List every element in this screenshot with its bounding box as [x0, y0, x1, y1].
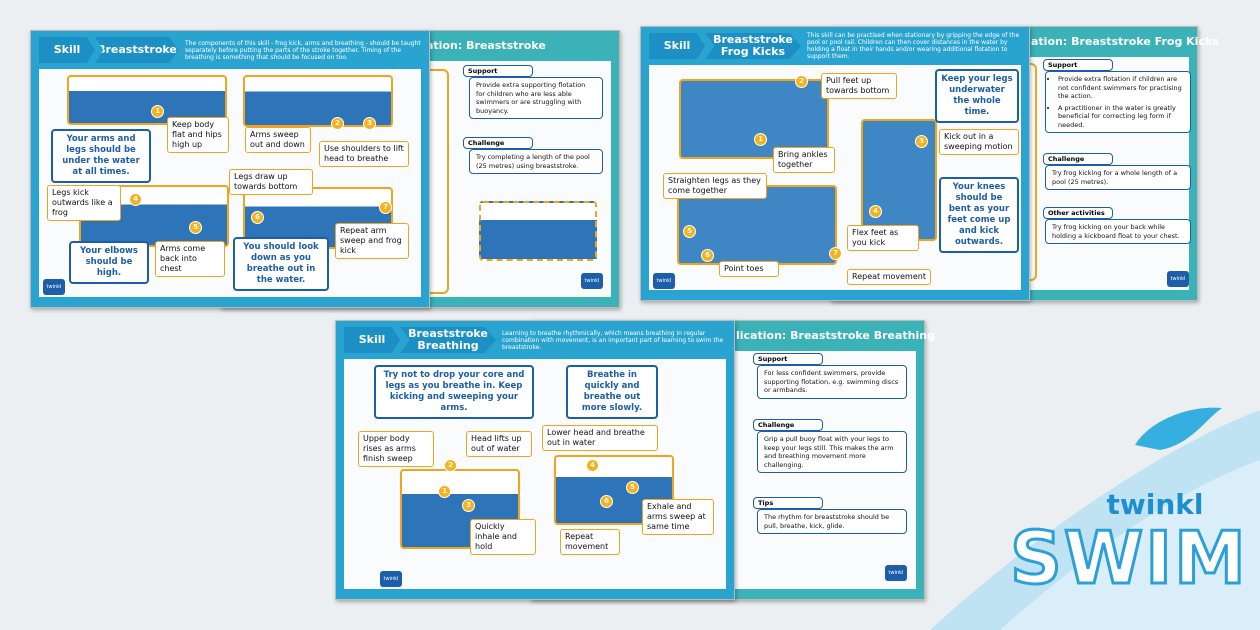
- twinkl-logo: twinkl: [1167, 271, 1189, 287]
- brand-name: twinkl: [1106, 488, 1204, 521]
- step-number-4: 4: [869, 205, 882, 218]
- challenge-tag: Challenge: [1043, 153, 1113, 165]
- step-number-2: 2: [795, 75, 808, 88]
- step-number-5: 5: [683, 225, 696, 238]
- droplet-icon: [1135, 407, 1222, 450]
- twinkl-logo: twinkl: [581, 273, 603, 289]
- skill-label: Skill: [39, 37, 95, 63]
- step-label: Head lifts up out of water: [466, 431, 532, 457]
- challenge-text: Try frog kicking for a whole length of a…: [1045, 165, 1191, 190]
- step-number-5: 5: [189, 221, 202, 234]
- tip-box: Your knees should be bent as your feet c…: [939, 177, 1019, 253]
- back-title: ation: Breaststroke: [426, 39, 546, 52]
- step-label: Bring ankles together: [773, 147, 835, 173]
- support-text: Provide extra supporting flotation for c…: [469, 77, 603, 119]
- step-label: Straighten legs as they come together: [663, 173, 767, 199]
- step-number-2: 2: [444, 459, 457, 472]
- challenge-text: Grip a pull buoy float with your legs to…: [757, 431, 907, 473]
- card-skill-breathing: Skill Breaststroke Breathing Learning to…: [335, 320, 735, 600]
- tip-box: Your arms and legs should be under the w…: [51, 129, 151, 183]
- other-activities-tag: Other activities: [1043, 207, 1113, 219]
- card-title: Breaststroke Breathing: [400, 327, 496, 353]
- support-text: For less confident swimmers, provide sup…: [757, 365, 907, 399]
- support-tag: Support: [753, 353, 823, 365]
- step-number-3: 3: [915, 135, 928, 148]
- legs-image-1: [679, 79, 829, 159]
- support-item: A practitioner in the water is greatly b…: [1058, 104, 1184, 130]
- support-tag: Support: [463, 65, 533, 77]
- twinkl-logo: twinkl: [653, 273, 675, 289]
- tips-text: The rhythm for breaststroke should be pu…: [757, 509, 907, 534]
- card-description: This skill can be practised when station…: [807, 32, 1020, 60]
- step-label: Point toes: [719, 261, 779, 277]
- other-activities-text: Try frog kicking on your back while hold…: [1045, 219, 1191, 244]
- step-number-7: 7: [379, 201, 392, 214]
- swimmer-image-1: [67, 75, 227, 125]
- step-label: Lower head and breathe out in water: [542, 425, 658, 451]
- step-label: Flex feet as you kick: [847, 225, 919, 251]
- step-number-6: 6: [701, 249, 714, 262]
- twinkl-logo: twinkl: [885, 565, 907, 581]
- card-skill-frog-kicks: Skill Breaststroke Frog Kicks This skill…: [640, 26, 1030, 301]
- step-number-3: 3: [363, 117, 376, 130]
- card-skill-breaststroke: Skill Breaststroke The components of thi…: [30, 30, 430, 308]
- tip-box: You should look down as you breathe out …: [233, 237, 329, 291]
- product-name: SWIM: [1009, 516, 1248, 600]
- tips-tag: Tips: [753, 497, 823, 509]
- step-number-6: 6: [251, 211, 264, 224]
- challenge-tag: Challenge: [463, 137, 533, 149]
- step-label: Repeat arm sweep and frog kick: [335, 223, 409, 259]
- step-label: Legs draw up towards bottom: [229, 169, 313, 195]
- tip-box: Try not to drop your core and legs as yo…: [374, 365, 534, 419]
- step-number-1: 1: [151, 105, 164, 118]
- step-label: Quickly inhale and hold: [470, 519, 536, 555]
- step-label: Repeat movement: [847, 269, 931, 285]
- challenge-text: Try completing a length of the pool (25 …: [469, 149, 603, 174]
- step-number-1: 1: [438, 485, 451, 498]
- support-list: Provide extra flotation if children are …: [1045, 71, 1191, 133]
- step-number-2: 2: [331, 117, 344, 130]
- step-number-4: 4: [586, 459, 599, 472]
- step-label: Kick out in a sweeping motion: [939, 129, 1019, 155]
- challenge-tag: Challenge: [753, 419, 823, 431]
- twinkl-logo: twinkl: [380, 571, 402, 587]
- step-label: Exhale and arms sweep at same time: [642, 499, 714, 535]
- step-number-3: 3: [462, 499, 475, 512]
- step-number-6: 6: [600, 495, 613, 508]
- support-tag: Support: [1043, 59, 1113, 71]
- skill-label: Skill: [344, 327, 400, 353]
- tip-box: Keep your legs underwater the whole time…: [935, 69, 1019, 123]
- step-label: Pull feet up towards bottom: [821, 73, 897, 99]
- step-number-1: 1: [754, 133, 767, 146]
- step-label: Arms come back into chest: [155, 241, 225, 277]
- support-item: Provide extra flotation if children are …: [1058, 75, 1184, 101]
- twinkl-logo: twinkl: [43, 279, 65, 295]
- step-number-5: 5: [626, 481, 639, 494]
- swimmer-image-2: [554, 455, 674, 525]
- card-title: Breaststroke: [95, 37, 179, 63]
- step-label: Legs kick outwards like a frog: [47, 185, 121, 221]
- step-label: Use shoulders to lift head to breathe: [319, 141, 409, 167]
- skill-label: Skill: [649, 33, 705, 59]
- tip-box: Breathe in quickly and breathe out more …: [566, 365, 658, 419]
- swimmer-image: [479, 201, 597, 261]
- step-number-4: 4: [129, 193, 142, 206]
- step-label: Arms sweep out and down: [245, 127, 311, 153]
- card-description: The components of this skill - frog kick…: [185, 39, 421, 61]
- twinkl-swim-logo: twinkl SWIM: [1009, 488, 1248, 610]
- card-title: Breaststroke Frog Kicks: [705, 33, 801, 59]
- step-label: Upper body rises as arms finish sweep: [358, 431, 434, 467]
- step-number-7: 7: [829, 247, 842, 260]
- card-description: Learning to breathe rhythmically, which …: [502, 329, 724, 351]
- step-label: Repeat movement: [560, 529, 620, 555]
- back-title: ation: Breaststroke Frog Kicks: [1031, 35, 1219, 48]
- step-label: Keep body flat and hips high up: [167, 117, 229, 153]
- back-title: lication: Breaststroke Breathing: [736, 329, 935, 342]
- tip-box: Your elbows should be high.: [69, 241, 149, 284]
